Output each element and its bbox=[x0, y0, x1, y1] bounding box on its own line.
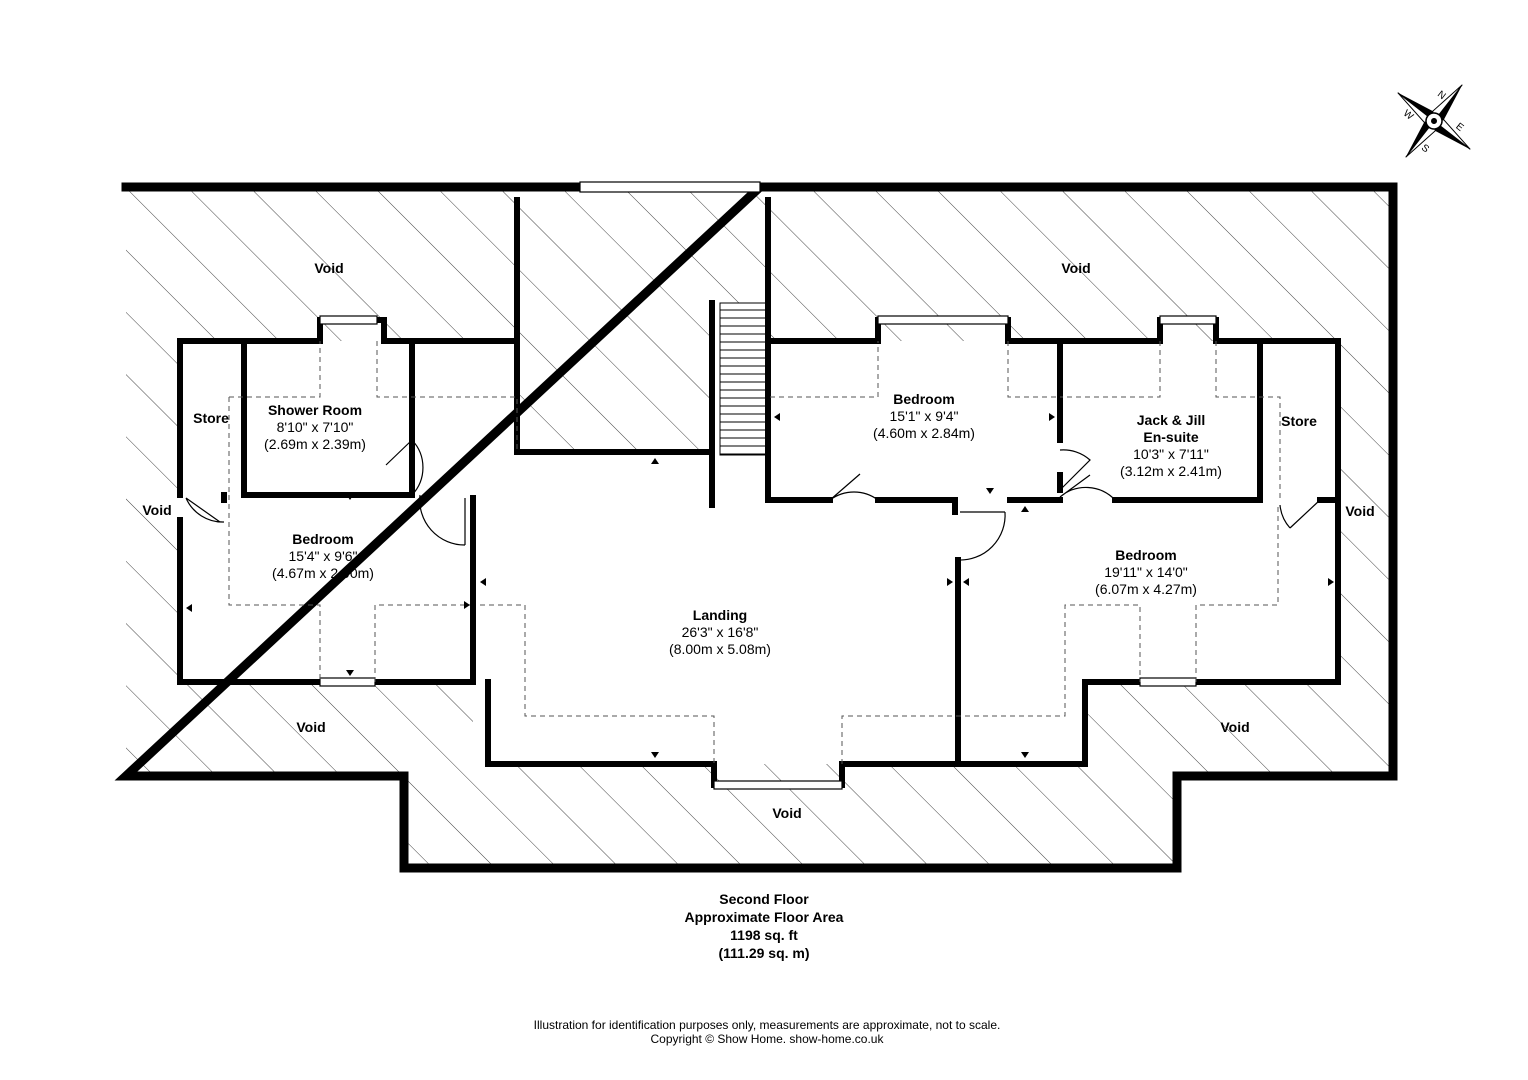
top-window bbox=[579, 181, 761, 193]
room-label-store-left: Store bbox=[193, 410, 229, 427]
room-dimension-imperial: 15'4" x 9'6" bbox=[288, 548, 358, 564]
disclaimer-line-1: Illustration for identification purposes… bbox=[533, 1018, 1001, 1032]
stair-outline bbox=[719, 302, 769, 456]
room-label-shower-room: Shower Room 8'10" x 7'10" (2.69m x 2.39m… bbox=[264, 402, 366, 453]
room-dimension-metric: (3.12m x 2.41m) bbox=[1120, 463, 1222, 479]
room-name: Bedroom bbox=[292, 531, 354, 547]
room-dimension-metric: (8.00m x 5.08m) bbox=[669, 641, 771, 657]
room-dimension-metric: (4.60m x 2.84m) bbox=[873, 425, 975, 441]
void-label-bottom-right: Void bbox=[1220, 719, 1250, 735]
room-dimension-metric: (6.07m x 4.27m) bbox=[1095, 581, 1197, 597]
room-fills bbox=[180, 303, 1338, 764]
floor-name: Second Floor bbox=[719, 891, 809, 907]
room-label-store-right: Store bbox=[1281, 413, 1317, 430]
staircase bbox=[719, 302, 769, 456]
room-name: Bedroom bbox=[893, 391, 955, 407]
void-label-bottom-left: Void bbox=[296, 719, 326, 735]
floor-area-summary: Second Floor Approximate Floor Area 1198… bbox=[685, 890, 844, 962]
ceiling-dashes bbox=[228, 341, 1281, 764]
room-name: Store bbox=[193, 410, 229, 426]
void-label-left: Void bbox=[142, 502, 172, 518]
room-name-line2: En-suite bbox=[1143, 429, 1199, 445]
room-name: Store bbox=[1281, 413, 1317, 429]
room-name: Bedroom bbox=[1115, 547, 1177, 563]
room-name: Jack & Jill bbox=[1136, 412, 1206, 428]
outer-wall bbox=[114, 182, 1398, 873]
room-dimension-imperial: 26'3" x 16'8" bbox=[681, 624, 759, 640]
void-label-bottom: Void bbox=[772, 805, 802, 821]
copyright-line: Copyright © Show Home. show-home.co.uk bbox=[650, 1032, 884, 1046]
measurement-arrows bbox=[186, 413, 1334, 758]
room-dimension-imperial: 10'3" x 7'11" bbox=[1133, 446, 1209, 462]
room-windows bbox=[319, 315, 1217, 790]
room-dimension-imperial: 19'11" x 14'0" bbox=[1104, 564, 1188, 580]
void-label-top-right: Void bbox=[1061, 260, 1091, 276]
room-dimension-imperial: 15'1" x 9'4" bbox=[889, 408, 959, 424]
room-name: Landing bbox=[692, 607, 748, 623]
room-name: Shower Room bbox=[267, 402, 363, 418]
compass-rose: N E S W bbox=[1397, 84, 1471, 158]
room-dimension-metric: (4.67m x 2.90m) bbox=[272, 565, 374, 581]
void-label-top-left: Void bbox=[314, 260, 344, 276]
area-sqft: 1198 sq. ft bbox=[730, 927, 798, 943]
room-label-bedroom-right: Bedroom 19'11" x 14'0" (6.07m x 4.27m) bbox=[1095, 547, 1197, 598]
void-label-right: Void bbox=[1345, 503, 1375, 519]
room-label-bedroom-left: Bedroom 15'4" x 9'6" (4.67m x 2.90m) bbox=[272, 531, 374, 582]
room-label-landing: Landing 26'3" x 16'8" (8.00m x 5.08m) bbox=[669, 607, 771, 658]
room-label-ensuite: Jack & Jill En-suite 10'3" x 7'11" (3.12… bbox=[1120, 412, 1222, 480]
room-dimension-metric: (2.69m x 2.39m) bbox=[264, 436, 366, 452]
room-label-bedroom-top: Bedroom 15'1" x 9'4" (4.60m x 2.84m) bbox=[873, 391, 975, 442]
disclaimer: Illustration for identification purposes… bbox=[534, 1018, 1001, 1046]
area-label: Approximate Floor Area bbox=[684, 909, 844, 925]
area-sqm: (111.29 sq. m) bbox=[718, 945, 810, 961]
door-swings bbox=[185, 439, 1321, 561]
room-dimension-imperial: 8'10" x 7'10" bbox=[276, 419, 354, 435]
